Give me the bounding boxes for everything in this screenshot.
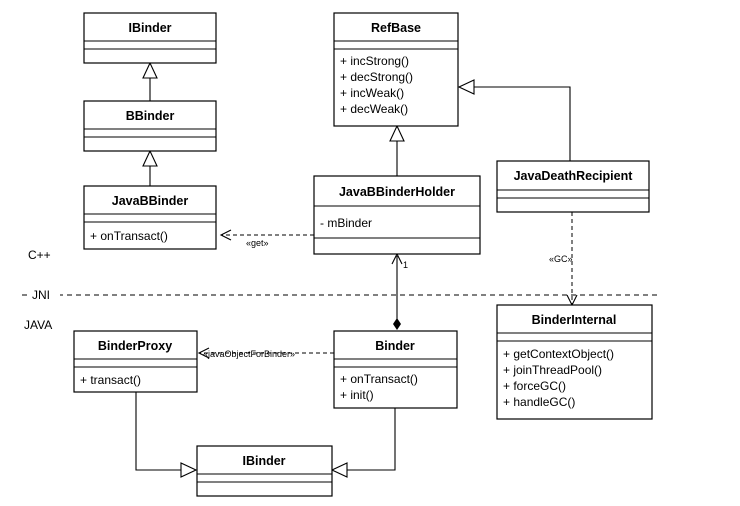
class-ibinder-bottom: IBinder [196, 445, 333, 497]
class-javabbinder: JavaBBinder + onTransact() [83, 185, 217, 250]
class-ibinder-top: IBinder [83, 12, 217, 64]
refbase-inheritance-arrow-holder [389, 124, 405, 142]
method-jointhreadpool: + joinThreadPool() [503, 363, 602, 377]
method-incweak: + incWeak() [340, 86, 404, 100]
jni-label-background [30, 287, 60, 301]
javaobjectforbinder-stereotype-label: «javaObjectForBinder» [203, 349, 295, 359]
method-incstrong: + incStrong() [340, 54, 409, 68]
ibinder-bottom-inheritance-arrow-right [330, 462, 348, 478]
class-binderproxy: BinderProxy + transact() [73, 330, 198, 393]
method-decstrong: + decStrong() [340, 70, 413, 84]
composition-diamond [393, 318, 401, 330]
java-layer-label: JAVA [24, 318, 52, 332]
method-ontransact: + onTransact() [340, 372, 418, 386]
class-name: IBinder [128, 21, 171, 35]
field-mbinder: - mBinder [320, 216, 372, 230]
class-name: BBinder [126, 109, 175, 123]
method-handlegc: + handleGC() [503, 395, 575, 409]
jni-layer-label: JNI [32, 288, 50, 302]
binder-to-ibinder-edge [347, 408, 396, 471]
cpp-layer-label: C++ [28, 248, 51, 262]
method-decweak: + decWeak() [340, 102, 408, 116]
class-name: IBinder [242, 454, 285, 468]
refbase-inheritance-arrow-recipient [457, 79, 475, 95]
ibinder-top-inheritance-arrow [142, 61, 158, 79]
class-name: JavaDeathRecipient [514, 169, 634, 183]
class-refbase: RefBase + incStrong() + decStrong() + in… [333, 12, 459, 127]
class-name: BinderProxy [98, 339, 172, 353]
method-transact: + transact() [80, 373, 141, 387]
class-javadeathrecipient: JavaDeathRecipient [496, 160, 650, 213]
class-name: JavaBBinderHolder [339, 185, 455, 199]
class-javabbinderholder: JavaBBinderHolder - mBinder [313, 175, 481, 255]
method-forcegc: + forceGC() [503, 379, 566, 393]
bbinder-inheritance-arrow [142, 149, 158, 167]
class-name: RefBase [371, 21, 421, 35]
method-ontransact: + onTransact() [90, 229, 168, 243]
class-name: JavaBBinder [112, 194, 189, 208]
method-getcontextobject: + getContextObject() [503, 347, 614, 361]
class-binderinternal: BinderInternal + getContextObject() + jo… [496, 304, 653, 420]
binderproxy-to-ibinder-edge [135, 392, 181, 471]
ibinder-bottom-inheritance-arrow-left [180, 462, 198, 478]
class-bbinder: BBinder [83, 100, 217, 152]
javaobjectforbinder-arrowhead [197, 347, 210, 359]
class-name: Binder [375, 339, 415, 353]
get-dependency-arrowhead [219, 229, 232, 241]
multiplicity-label: 1 [403, 260, 408, 270]
deathrecipient-to-refbase-edge [474, 86, 571, 161]
class-name: BinderInternal [532, 313, 617, 327]
get-stereotype-label: «get» [246, 238, 269, 248]
class-binder: Binder + onTransact() + init() [333, 330, 458, 409]
gc-stereotype-label: «GC» [549, 254, 573, 264]
method-init: + init() [340, 388, 374, 402]
